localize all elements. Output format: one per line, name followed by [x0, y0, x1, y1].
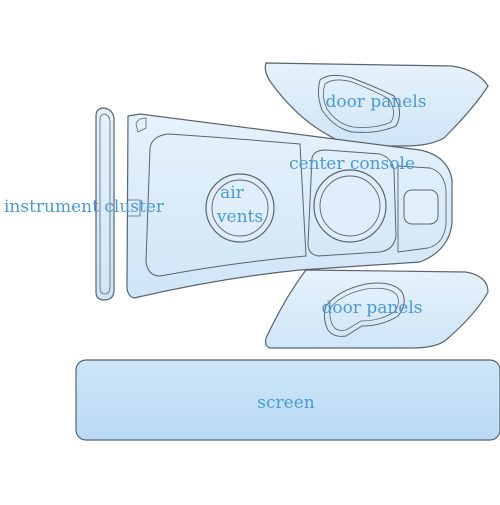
- label-door-panels-bottom: door panels: [321, 298, 422, 318]
- label-center-console: center console: [289, 154, 415, 174]
- label-door-panels-top: door panels: [325, 92, 426, 112]
- label-air-vents-line2: vents: [216, 207, 263, 227]
- air-vents: [205, 169, 387, 243]
- door-panel-bottom: [264, 269, 489, 349]
- door-panel-bottom-cutout: [323, 282, 405, 337]
- door-panel-top-cutout: [317, 74, 400, 133]
- label-instrument-cluster: instrument cluster: [4, 197, 165, 217]
- center-console-panel: [126, 113, 453, 299]
- door-panel-top: [264, 62, 489, 147]
- label-screen: screen: [257, 393, 314, 413]
- screen-panel: [75, 359, 500, 441]
- instrument-cluster-strip: [95, 107, 115, 301]
- console-small-button: [403, 189, 439, 225]
- label-air-vents-line1: air: [220, 183, 245, 203]
